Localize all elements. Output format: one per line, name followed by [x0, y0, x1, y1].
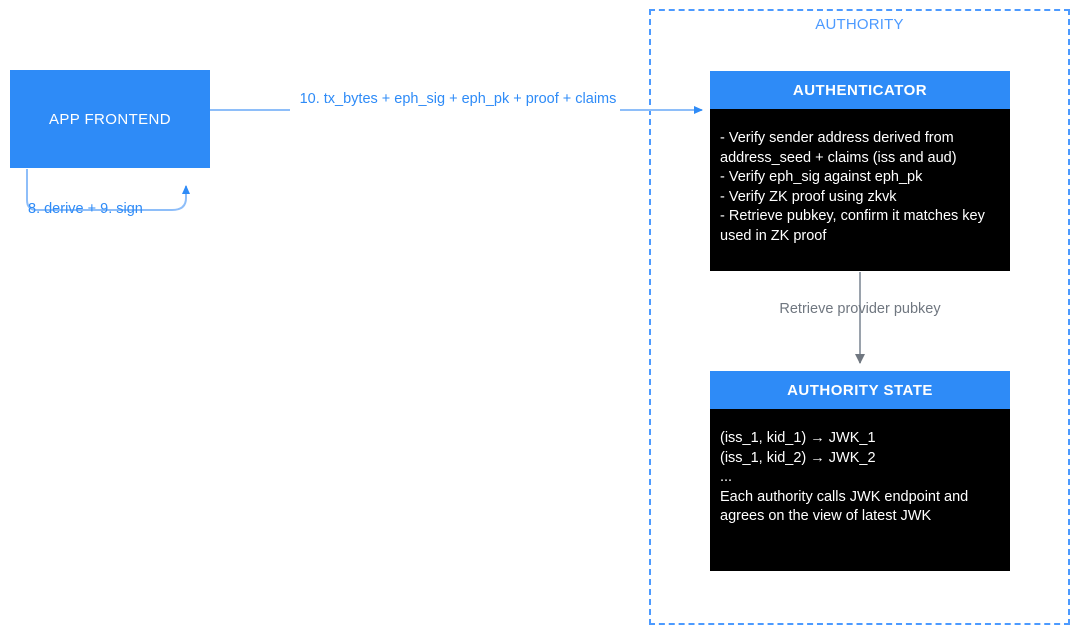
node-authenticator-header: AUTHENTICATOR [710, 71, 1010, 109]
authority-group-boundary [649, 9, 1070, 625]
node-authority-state-body: (iss_1, kid_1) → JWK_1 (iss_1, kid_2) → … [710, 409, 1010, 571]
authority-group-label: AUTHORITY [815, 16, 904, 33]
node-app-frontend-label: APP FRONTEND [48, 110, 172, 128]
node-authority-state-header: AUTHORITY STATE [710, 371, 1010, 409]
edge-label-tx-payload: 10. tx_bytes + eph_sig + eph_pk + proof … [299, 91, 617, 107]
edge-label-derive-sign: 8. derive + 9. sign [28, 201, 143, 217]
node-authenticator-body: - Verify sender address derived from add… [710, 109, 1010, 271]
node-app-frontend[interactable]: APP FRONTEND [10, 70, 210, 168]
node-authority-state[interactable]: AUTHORITY STATE (iss_1, kid_1) → JWK_1 (… [710, 371, 1010, 571]
edge-label-retrieve-provider-pubkey: Retrieve provider pubkey [779, 301, 941, 317]
node-authenticator[interactable]: AUTHENTICATOR - Verify sender address de… [710, 71, 1010, 271]
